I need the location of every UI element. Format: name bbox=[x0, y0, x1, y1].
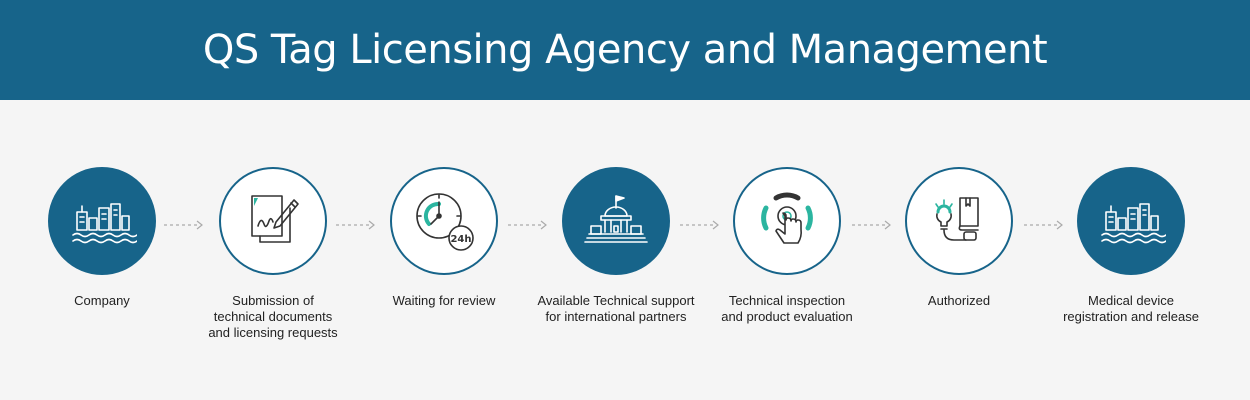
capitol-building-icon bbox=[584, 195, 648, 243]
header-banner: QS Tag Licensing Agency and Management bbox=[0, 0, 1250, 100]
step-label: Submission of technical documents and li… bbox=[208, 293, 338, 340]
step-technical-support: Available Technical support for internat… bbox=[526, 167, 706, 325]
arrow-right-icon bbox=[336, 220, 375, 230]
arrow-right-icon bbox=[1024, 220, 1063, 230]
lightbulb-book-icon bbox=[935, 197, 979, 241]
connector-arrow bbox=[852, 219, 894, 231]
connector-arrow bbox=[164, 219, 206, 231]
clock-24h-icon: 24h bbox=[416, 193, 474, 251]
step-company: Company bbox=[12, 167, 192, 309]
step-label: Waiting for review bbox=[392, 293, 496, 308]
step-circle: 24h bbox=[390, 167, 498, 275]
step-circle bbox=[905, 167, 1013, 275]
city-skyline-icon bbox=[72, 203, 137, 244]
touch-button-icon bbox=[761, 192, 813, 244]
step-registration-release: Medical device registration and release bbox=[1041, 167, 1221, 325]
step-authorized: Authorized bbox=[869, 167, 1049, 309]
step-circle bbox=[733, 167, 841, 275]
connector-arrow bbox=[680, 219, 722, 231]
connector-arrow bbox=[336, 219, 378, 231]
step-label: Medical device registration and release bbox=[1063, 293, 1199, 324]
step-circle bbox=[1077, 167, 1185, 275]
svg-text:24h: 24h bbox=[450, 234, 471, 245]
page-title: QS Tag Licensing Agency and Management bbox=[202, 27, 1048, 73]
step-label: Available Technical support for internat… bbox=[537, 293, 695, 324]
step-circle bbox=[219, 167, 327, 275]
step-waiting-review: 24h Waiting for review bbox=[354, 167, 534, 309]
step-technical-inspection: Technical inspection and product evaluat… bbox=[697, 167, 877, 325]
arrow-right-icon bbox=[164, 220, 203, 230]
arrow-right-icon bbox=[852, 220, 891, 230]
connector-arrow bbox=[508, 219, 550, 231]
city-skyline-icon bbox=[1101, 203, 1166, 244]
arrow-right-icon bbox=[680, 220, 719, 230]
step-label: Technical inspection and product evaluat… bbox=[721, 293, 853, 324]
step-label: Company bbox=[74, 293, 130, 308]
step-label: Authorized bbox=[927, 293, 991, 308]
connector-arrow bbox=[1024, 219, 1066, 231]
arrow-right-icon bbox=[508, 220, 547, 230]
document-pen-icon bbox=[251, 195, 299, 243]
step-circle bbox=[562, 167, 670, 275]
step-submission: Submission of technical documents and li… bbox=[183, 167, 363, 341]
step-circle bbox=[48, 167, 156, 275]
